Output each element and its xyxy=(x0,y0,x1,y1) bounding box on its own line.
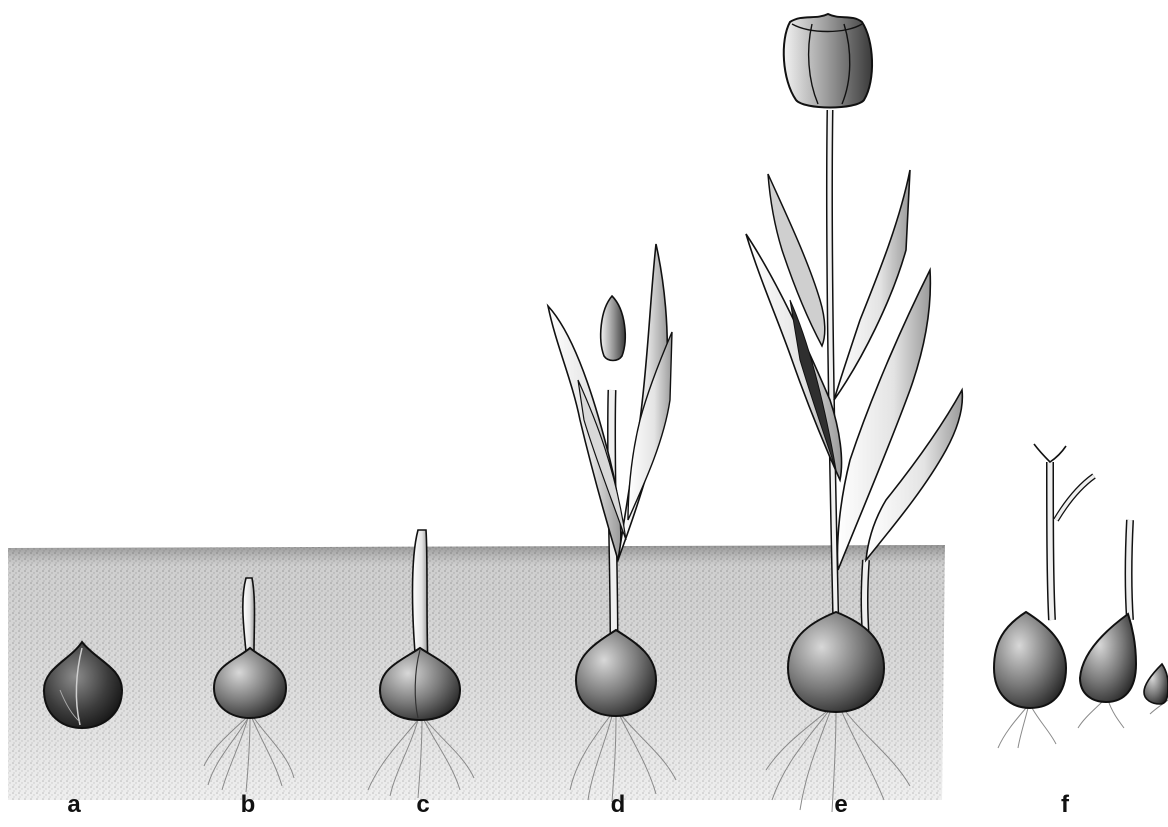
stage-label-f: f xyxy=(1045,790,1085,820)
stage-label-e: e xyxy=(821,790,861,820)
stage-label-b: b xyxy=(228,790,268,820)
stage-label-a: a xyxy=(54,790,94,820)
stage-f-daughter-bulbs xyxy=(994,444,1168,748)
stage-label-d: d xyxy=(598,790,638,820)
stage-label-c: c xyxy=(403,790,443,820)
